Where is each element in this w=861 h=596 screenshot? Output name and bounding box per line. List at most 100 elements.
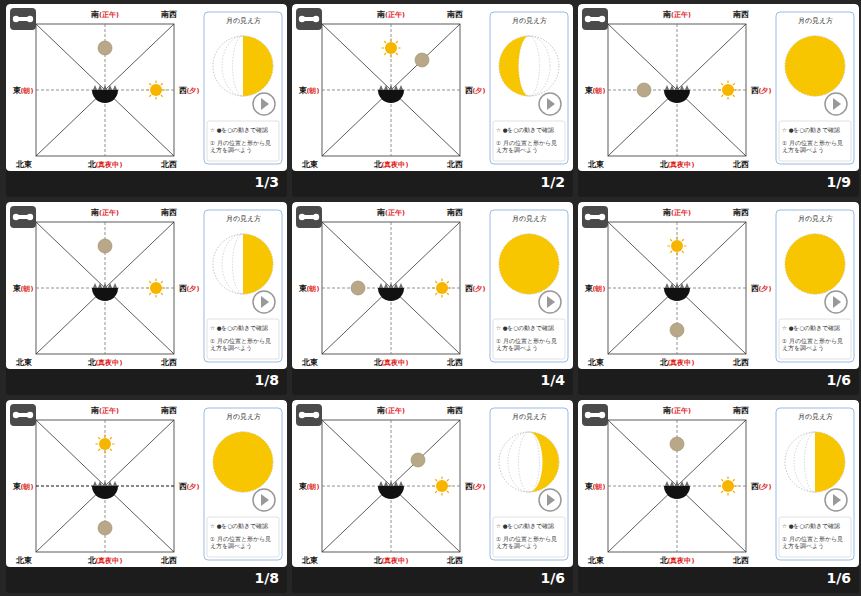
direction-label: 南(正午) bbox=[91, 9, 119, 20]
panel-title: 月の見え方 bbox=[798, 215, 833, 224]
label-text: 南 bbox=[377, 207, 385, 218]
label-text: 東 bbox=[299, 85, 307, 96]
direction-label: 北東 bbox=[588, 159, 604, 170]
label-text: 南西 bbox=[733, 9, 749, 20]
time-label: (夕) bbox=[187, 285, 200, 294]
time-label: (真夜中) bbox=[382, 161, 409, 170]
direction-label: 南(正午) bbox=[377, 9, 405, 20]
direction-label: 北(真夜中) bbox=[88, 555, 123, 566]
label-text: 東 bbox=[585, 481, 593, 492]
card-illustration bbox=[6, 202, 287, 395]
direction-label: 北西 bbox=[161, 357, 177, 368]
direction-label: 西(夕) bbox=[751, 481, 772, 492]
label-text: ☆ ●を○の動きで確認 bbox=[782, 127, 840, 134]
moon-phase-card: 南(正午)南西東(朝)西(夕)北東北(真夜中)北西月の見え方☆ ●を○の動きで確… bbox=[578, 400, 859, 593]
label-text: 北東 bbox=[16, 555, 32, 566]
panel-note: ① 月の位置と形から見え方を調べよう bbox=[496, 338, 562, 351]
direction-label: 南(正午) bbox=[91, 405, 119, 416]
time-label: (真夜中) bbox=[668, 161, 695, 170]
direction-label: 西(夕) bbox=[179, 283, 200, 294]
direction-label: 北東 bbox=[588, 555, 604, 566]
label-text: 北東 bbox=[588, 555, 604, 566]
time-label: (正午) bbox=[385, 407, 405, 416]
label-text: 北西 bbox=[447, 159, 463, 170]
direction-label: 西(夕) bbox=[751, 85, 772, 96]
moon-phase-card: 南(正午)南西東(朝)西(夕)北東北(真夜中)北西月の見え方☆ ●を○の動きで確… bbox=[292, 400, 573, 593]
time-label: (正午) bbox=[99, 11, 119, 20]
label-text: ① 月の位置と形から見え方を調べよう bbox=[782, 140, 848, 153]
time-label: (正午) bbox=[671, 407, 691, 416]
direction-label: 北西 bbox=[161, 159, 177, 170]
time-label: (真夜中) bbox=[96, 161, 123, 170]
label-text: ☆ ●を○の動きで確認 bbox=[496, 523, 554, 530]
panel-title: 月の見え方 bbox=[226, 17, 261, 26]
panel-note: ① 月の位置と形から見え方を調べよう bbox=[496, 536, 562, 549]
label-text: 西 bbox=[751, 85, 759, 96]
label-text: 南西 bbox=[733, 405, 749, 416]
label-text: 南 bbox=[663, 405, 671, 416]
label-text: 北西 bbox=[161, 357, 177, 368]
direction-label: 北東 bbox=[588, 357, 604, 368]
label-text: 西 bbox=[179, 481, 187, 492]
direction-label: 南(正午) bbox=[91, 207, 119, 218]
panel-title: 月の見え方 bbox=[226, 215, 261, 224]
page-fraction: 1/3 bbox=[254, 174, 279, 190]
direction-label: 北西 bbox=[733, 159, 749, 170]
moon-phase-card: 南(正午)南西東(朝)西(夕)北東北(真夜中)北西月の見え方☆ ●を○の動きで確… bbox=[292, 4, 573, 197]
direction-label: 南(正午) bbox=[663, 207, 691, 218]
direction-label: 東(朝) bbox=[299, 481, 320, 492]
direction-label: 東(朝) bbox=[299, 283, 320, 294]
label-text: 南西 bbox=[161, 405, 177, 416]
label-text: 南 bbox=[663, 9, 671, 20]
time-label: (夕) bbox=[759, 285, 772, 294]
direction-label: 北東 bbox=[302, 357, 318, 368]
direction-label: 北西 bbox=[733, 555, 749, 566]
label-text: ☆ ●を○の動きで確認 bbox=[496, 325, 554, 332]
time-label: (夕) bbox=[473, 483, 486, 492]
direction-label: 北(真夜中) bbox=[374, 357, 409, 368]
time-label: (真夜中) bbox=[382, 557, 409, 566]
label-text: ☆ ●を○の動きで確認 bbox=[496, 127, 554, 134]
direction-label: 東(朝) bbox=[13, 85, 34, 96]
time-label: (朝) bbox=[593, 483, 606, 492]
time-label: (真夜中) bbox=[96, 557, 123, 566]
label-text: 北 bbox=[660, 357, 668, 368]
label-text: 月の見え方 bbox=[226, 413, 261, 422]
label-text: 東 bbox=[585, 283, 593, 294]
label-text: 南 bbox=[377, 405, 385, 416]
moon-phase-card: 南(正午)南西東(朝)西(夕)北東北(真夜中)北西月の見え方☆ ●を○の動きで確… bbox=[292, 202, 573, 395]
label-text: ☆ ●を○の動きで確認 bbox=[782, 523, 840, 530]
direction-label: 東(朝) bbox=[13, 283, 34, 294]
label-text: 南西 bbox=[447, 405, 463, 416]
label-text: 北西 bbox=[161, 555, 177, 566]
direction-label: 西(夕) bbox=[465, 85, 486, 96]
label-text: 東 bbox=[299, 283, 307, 294]
time-label: (朝) bbox=[307, 285, 320, 294]
label-text: 北 bbox=[660, 555, 668, 566]
direction-label: 南(正午) bbox=[663, 405, 691, 416]
panel-note: ① 月の位置と形から見え方を調べよう bbox=[782, 536, 848, 549]
time-label: (夕) bbox=[187, 483, 200, 492]
direction-label: 北西 bbox=[447, 357, 463, 368]
label-text: 南西 bbox=[447, 207, 463, 218]
direction-label: 北(真夜中) bbox=[374, 555, 409, 566]
card-illustration bbox=[6, 400, 287, 593]
label-text: 北 bbox=[374, 159, 382, 170]
label-text: 月の見え方 bbox=[512, 17, 547, 26]
time-label: (正午) bbox=[671, 209, 691, 218]
label-text: 月の見え方 bbox=[798, 215, 833, 224]
page-fraction: 1/6 bbox=[826, 570, 851, 586]
moon-phase-card: 南(正午)南西東(朝)西(夕)北東北(真夜中)北西月の見え方☆ ●を○の動きで確… bbox=[578, 202, 859, 395]
label-text: 東 bbox=[585, 85, 593, 96]
direction-label: 西(夕) bbox=[179, 481, 200, 492]
label-text: 南 bbox=[663, 207, 671, 218]
label-text: 北 bbox=[88, 159, 96, 170]
time-label: (夕) bbox=[759, 483, 772, 492]
page-fraction: 1/9 bbox=[826, 174, 851, 190]
time-label: (真夜中) bbox=[96, 359, 123, 368]
direction-label: 南西 bbox=[733, 207, 749, 218]
panel-note: ① 月の位置と形から見え方を調べよう bbox=[782, 140, 848, 153]
panel-title: 月の見え方 bbox=[512, 17, 547, 26]
label-text: 南 bbox=[91, 9, 99, 20]
label-text: 北 bbox=[660, 159, 668, 170]
